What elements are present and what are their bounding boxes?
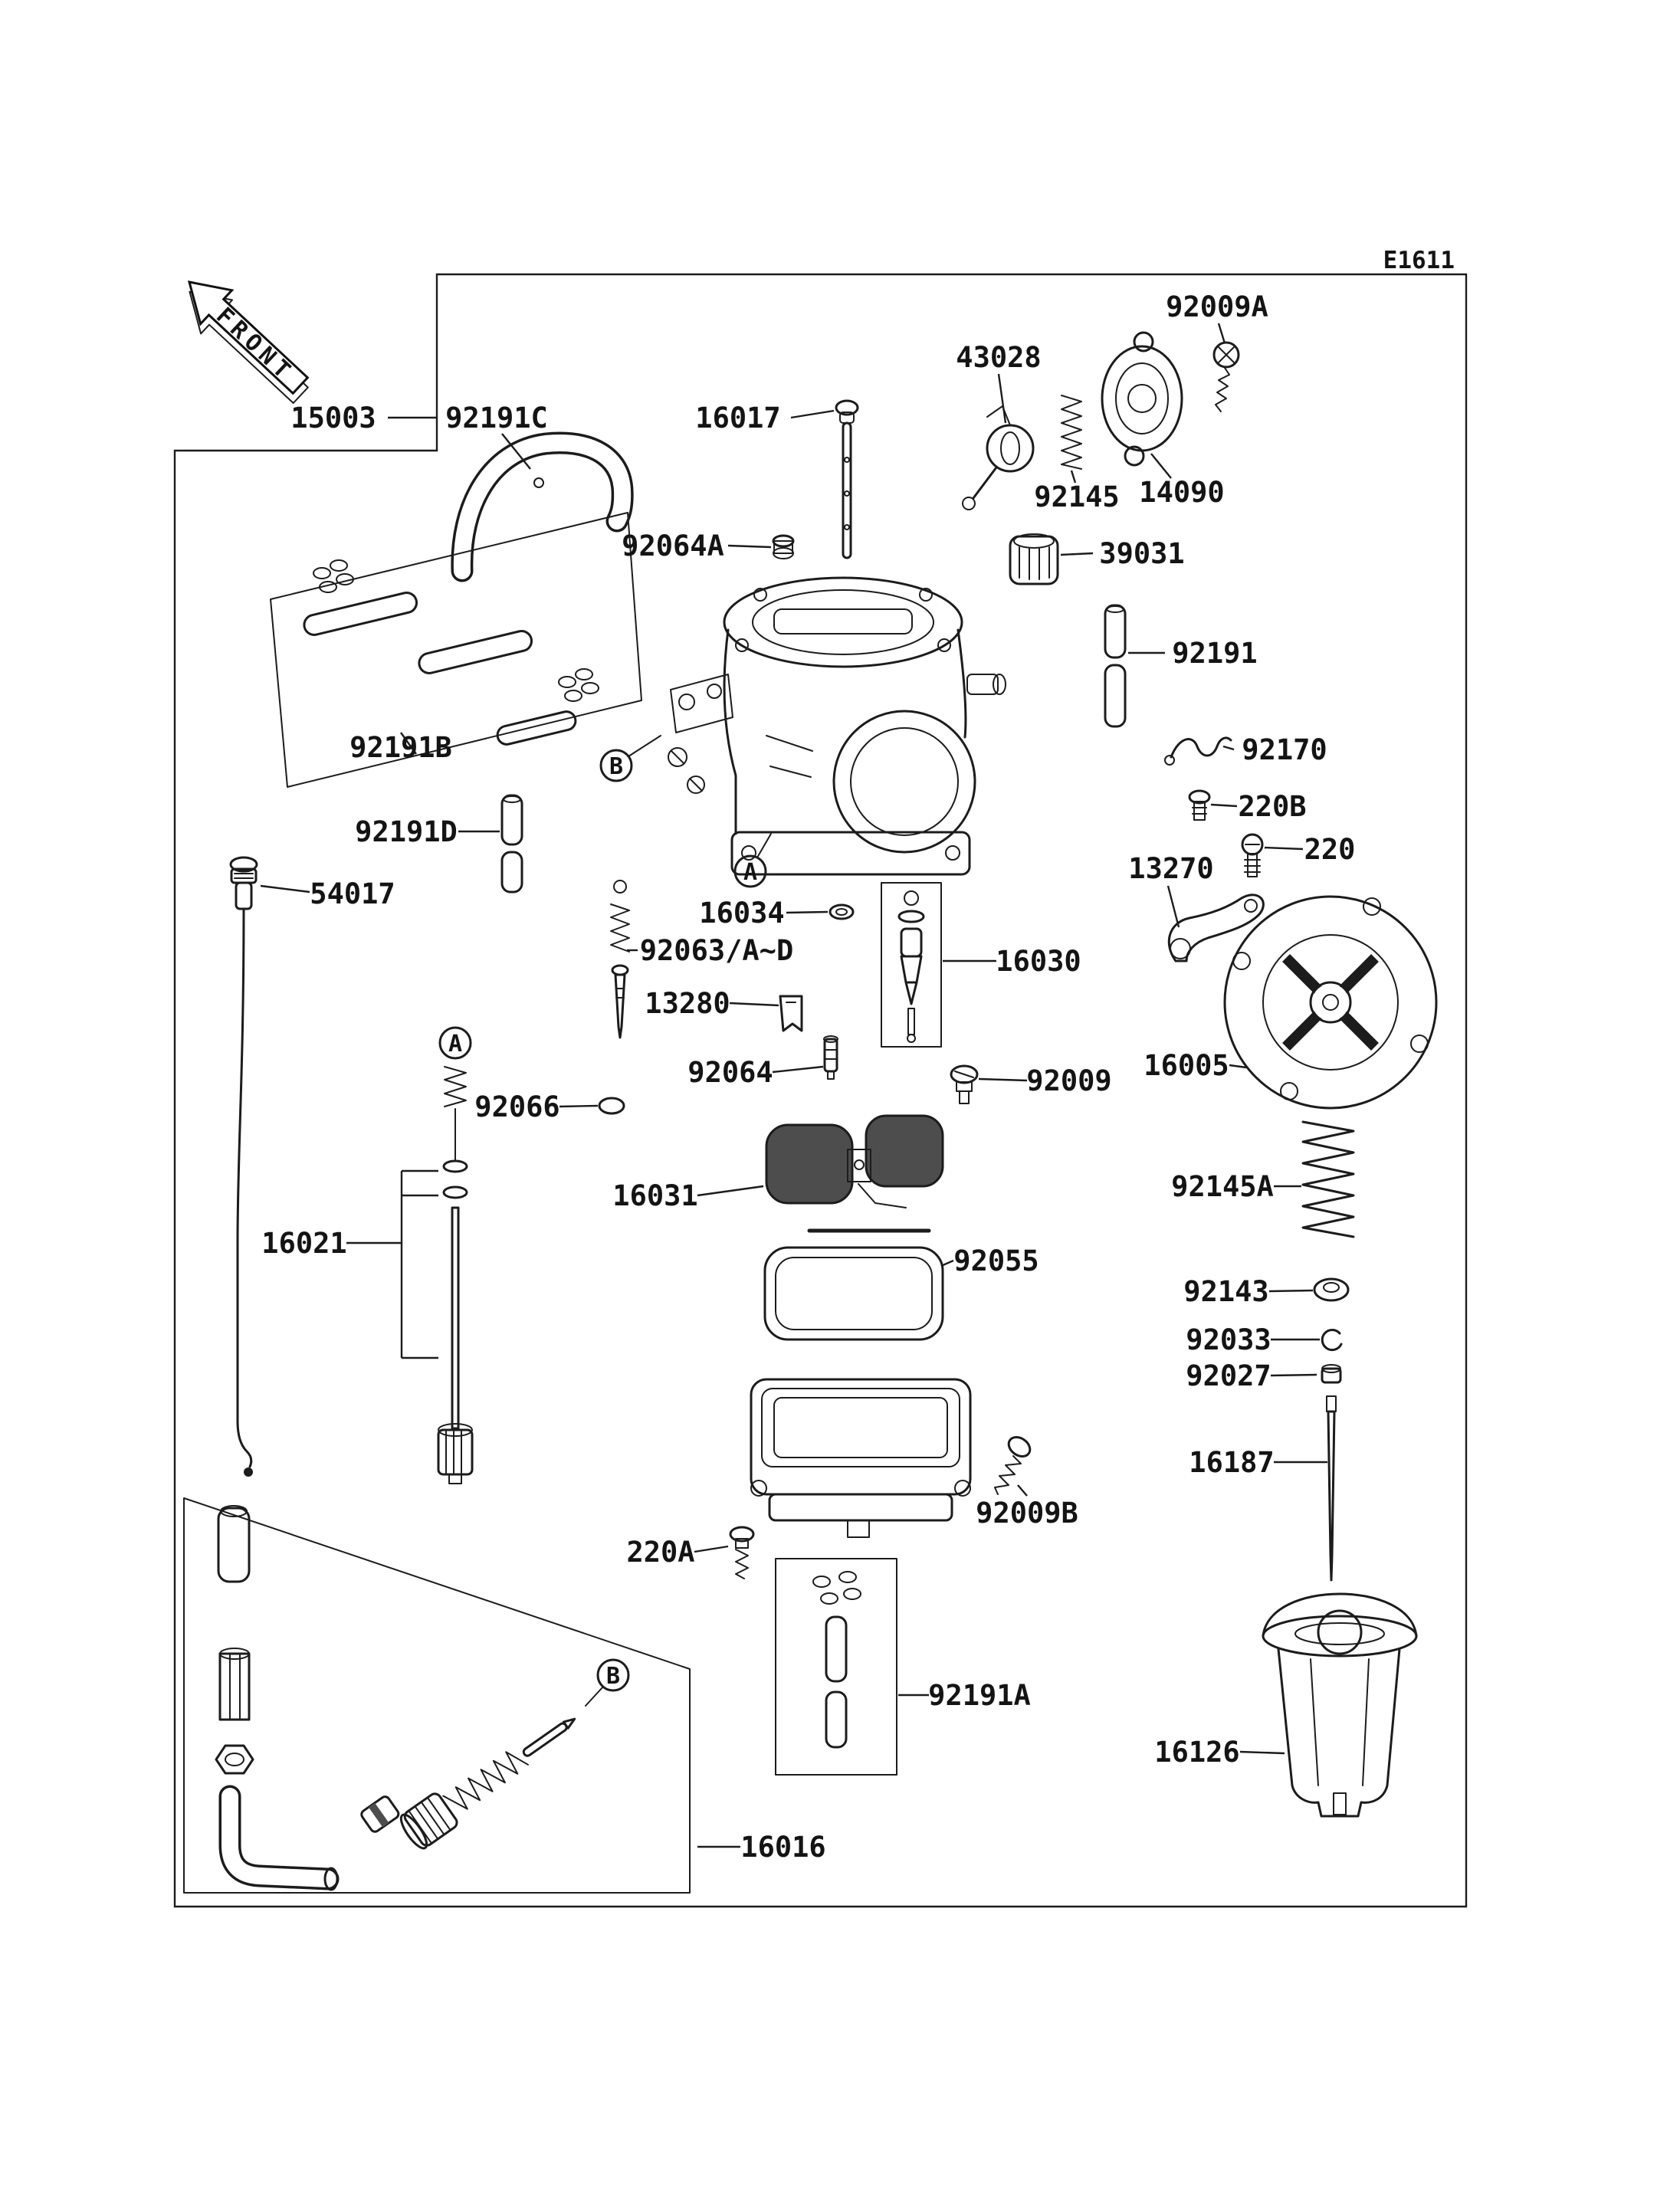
part-label-220b: 220B	[1238, 790, 1306, 823]
part-label-92145a: 92145A	[1171, 1170, 1274, 1203]
part-92027-collar-drawing	[1321, 1364, 1342, 1384]
part-label-43028: 43028	[956, 341, 1041, 374]
part-label-92170: 92170	[1242, 733, 1327, 766]
part-label-92009b: 92009B	[976, 1497, 1078, 1530]
part-label-16126: 16126	[1154, 1736, 1239, 1769]
svg-text:B: B	[606, 1663, 620, 1690]
diagram-border	[173, 273, 1468, 1908]
part-label-92191a: 92191A	[928, 1679, 1031, 1712]
part-16030-valve-set-drawing	[881, 882, 942, 1048]
svg-text:B: B	[609, 753, 623, 780]
part-label-92027: 92027	[1186, 1359, 1271, 1392]
ref-marker-b-upper: B	[599, 735, 661, 782]
part-92009-screw-drawing	[950, 1064, 979, 1104]
part-label-16034: 16034	[699, 897, 784, 930]
part-92191-tube-drawing	[1104, 604, 1127, 728]
part-92066-plug-drawing	[598, 1097, 625, 1115]
part-220-screw-drawing	[1241, 833, 1264, 877]
part-92145-spring-drawing	[1061, 395, 1082, 470]
part-label-16021: 16021	[261, 1227, 346, 1260]
part-13270-bracket-drawing	[1167, 894, 1265, 962]
part-label-92064: 92064	[687, 1056, 773, 1089]
part-16034-ring-drawing	[829, 903, 855, 920]
part-label-14090: 14090	[1139, 476, 1224, 509]
part-16005-cover-drawing	[1223, 895, 1438, 1110]
part-label-16030: 16030	[996, 945, 1081, 978]
part-label-13280: 13280	[645, 987, 730, 1020]
svg-text:A: A	[448, 1031, 462, 1058]
front-label: FRONT	[211, 302, 300, 387]
leader-lines	[260, 323, 1327, 1848]
part-label-54017: 54017	[310, 877, 395, 910]
part-label-39031: 39031	[1099, 537, 1184, 570]
part-92055-gasket-drawing	[763, 1246, 944, 1341]
ref-marker-a-upper: A	[733, 833, 772, 888]
page-code: E1611	[1383, 247, 1455, 274]
part-label-92191c: 92191C	[445, 402, 548, 434]
part-label-16187: 16187	[1189, 1446, 1274, 1479]
part-16187-needle-drawing	[1326, 1395, 1337, 1582]
part-label-92055: 92055	[953, 1244, 1039, 1277]
part-label-13270: 13270	[1128, 852, 1213, 885]
part-label-92191: 92191	[1172, 637, 1257, 670]
part-label-92191b: 92191B	[349, 731, 452, 764]
part-92191d-tube-drawing	[500, 794, 523, 894]
part-39031-cap-drawing	[1009, 533, 1059, 585]
part-92191a-set-drawing	[775, 1558, 897, 1776]
part-92145a-spring-drawing	[1301, 1120, 1355, 1238]
part-label-16031: 16031	[612, 1179, 697, 1212]
part-label-16005: 16005	[1144, 1049, 1229, 1082]
part-label-92033: 92033	[1186, 1323, 1271, 1356]
part-labels: 15003 92191C 16017 43028 92009A 92145 14…	[261, 290, 1355, 1864]
part-220a-screw-drawing	[729, 1526, 755, 1579]
part-label-92145: 92145	[1034, 480, 1119, 513]
part-label-16016: 16016	[740, 1831, 825, 1864]
part-92063-pilot-screw-drawing	[610, 880, 630, 1039]
front-arrow: FRONT	[187, 280, 310, 404]
part-92191c-hose-drawing	[451, 431, 634, 582]
part-16031-float-drawing	[765, 1114, 944, 1233]
part-92143-grommet-drawing	[1313, 1277, 1350, 1302]
part-16126-piston-drawing	[1262, 1592, 1418, 1818]
part-92033-circlip-drawing	[1321, 1329, 1343, 1352]
part-label-92064a: 92064A	[622, 530, 724, 562]
part-label-92063: 92063/A~D	[640, 934, 793, 967]
svg-text:A: A	[743, 859, 757, 886]
part-label-220a: 220A	[626, 1536, 694, 1569]
part-92009b-screw-drawing	[994, 1436, 1032, 1495]
part-label-220: 220	[1304, 833, 1356, 866]
part-label-16017: 16017	[695, 402, 780, 434]
float-bowl-drawing	[750, 1378, 972, 1538]
part-92170-clip-drawing	[1164, 736, 1232, 766]
part-92009a-screw-drawing	[1212, 341, 1240, 412]
part-16017-screw-drawing	[835, 399, 859, 559]
part-13280-clip-drawing	[779, 995, 803, 1032]
part-label-15003: 15003	[290, 402, 376, 434]
ref-marker-b-lower: B	[585, 1658, 630, 1707]
part-92064a-nut-drawing	[772, 534, 795, 559]
part-label-92009: 92009	[1026, 1064, 1111, 1097]
part-label-92191d: 92191D	[355, 815, 458, 848]
part-label-92009a: 92009A	[1166, 290, 1268, 323]
part-92191b-sheet-drawing	[270, 512, 642, 788]
part-92064-jet-drawing	[823, 1035, 838, 1080]
part-54017-cable-drawing	[229, 856, 258, 1477]
part-43028-valve-drawing	[962, 405, 1035, 510]
ref-marker-a-lower: A	[438, 1026, 472, 1060]
part-16021-column-drawing	[437, 1066, 474, 1484]
part-14090-cover-drawing	[1101, 331, 1183, 467]
part-label-92066: 92066	[474, 1090, 559, 1123]
carburetor-body-drawing	[668, 576, 1006, 876]
part-label-92143: 92143	[1183, 1275, 1268, 1308]
part-16016-set-drawing	[183, 1497, 691, 1894]
part-220b-screw-drawing	[1188, 789, 1211, 821]
